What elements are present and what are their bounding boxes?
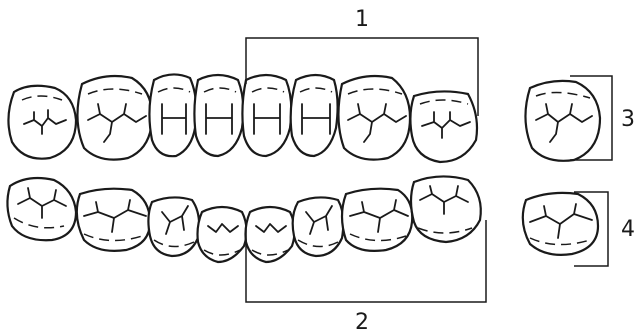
- lower-arch: [6, 175, 482, 264]
- upper-molar-detail: [524, 79, 602, 162]
- upper-posterior-bracket: [245, 37, 479, 116]
- upper-tooth: [409, 90, 479, 164]
- upper-tooth: [241, 73, 293, 158]
- label-4: 4: [621, 217, 635, 242]
- upper-tooth: [76, 74, 154, 161]
- label-3: 3: [621, 107, 635, 132]
- lower-tooth: [244, 205, 296, 264]
- lower-molar-detail-bracket: [574, 191, 609, 267]
- lower-tooth: [75, 187, 152, 252]
- lower-tooth: [147, 196, 201, 258]
- upper-tooth: [7, 84, 78, 160]
- label-1: 1: [355, 7, 369, 32]
- upper-tooth: [337, 74, 412, 161]
- upper-tooth: [148, 73, 198, 158]
- upper-molar-detail-bracket: [570, 75, 613, 161]
- lower-molar-detail: [521, 191, 600, 256]
- lower-posterior-bracket: [245, 220, 487, 303]
- upper-tooth: [193, 73, 245, 158]
- upper-tooth: [289, 73, 339, 158]
- lower-tooth: [6, 176, 78, 242]
- lower-tooth: [409, 175, 482, 244]
- lower-tooth: [291, 196, 345, 258]
- upper-arch: [7, 73, 479, 164]
- lower-tooth: [340, 187, 414, 252]
- label-2: 2: [355, 310, 369, 333]
- lower-tooth: [196, 205, 248, 264]
